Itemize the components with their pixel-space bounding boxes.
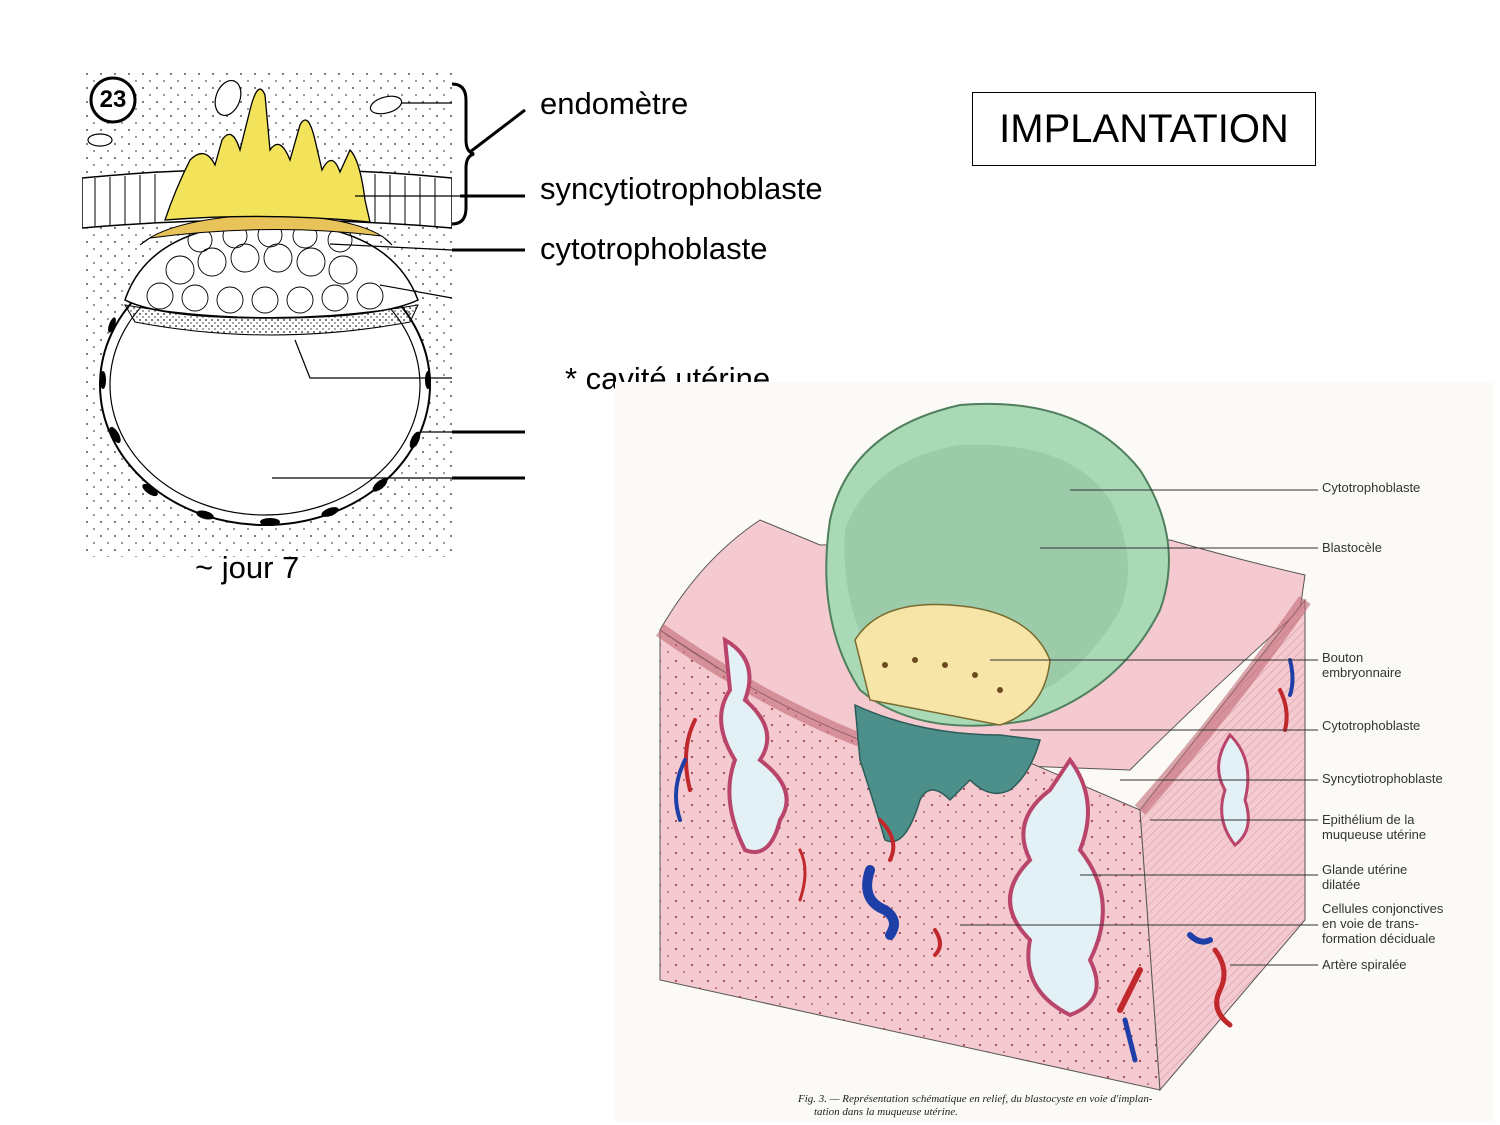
label-cytotrophoblaste: cytotrophoblaste [540, 231, 768, 266]
label-jour: ~ jour 7 [195, 550, 300, 585]
uterine-gland-left [719, 636, 789, 854]
syncytiotrophoblast-invading [854, 703, 1041, 843]
badge-number: 23 [99, 86, 127, 113]
embryoblast [854, 603, 1051, 726]
vessels [674, 658, 1295, 1063]
figure-caption-line-1: Fig. 3. — Représentation schématique en … [798, 1093, 1153, 1105]
figure-label-artere: Artère spiralée [1322, 957, 1407, 972]
figure-label-cytotrophoblaste-1: Cytotrophoblaste [1322, 480, 1421, 495]
hypoblast [124, 304, 419, 336]
figure-label-cytotrophoblaste-2: Cytotrophoblaste [1322, 718, 1421, 733]
label-syncytiotrophoblaste: syncytiotrophoblaste [540, 171, 823, 206]
figure-label-cellules: Cellules conjonctives en voie de trans- … [1322, 901, 1444, 946]
figure-label-blastocele: Blastocèle [1322, 540, 1382, 555]
page-title: IMPLANTATION [999, 106, 1289, 151]
figure-number-badge [89, 76, 137, 124]
title-box: IMPLANTATION [972, 92, 1316, 166]
figure-label-syncytiotrophoblaste: Syncytiotrophoblaste [1322, 771, 1443, 786]
leader-lines [272, 102, 526, 480]
figure-label-bouton-embryonnaire: Bouton embryonnaire [1322, 650, 1402, 680]
figure-caption: Fig. 3. — Représentation schématique en … [798, 1093, 1152, 1119]
uterine-gland-center [1008, 756, 1105, 1018]
uterine-gland-right [1217, 732, 1250, 848]
figure-caption-line-2: tation dans la muqueuse utérine. [814, 1106, 958, 1118]
cytotrophoblast-band [139, 213, 393, 246]
figure-label-glande: Glande utérine dilatée [1322, 862, 1408, 892]
endometre-brace [451, 82, 475, 226]
syncytiotrophoblast [164, 88, 371, 223]
figure-leader-lines [960, 489, 1318, 966]
label-endometre: endomètre [540, 86, 689, 121]
figure-label-epithelium: Epithélium de la muqueuse utérine [1322, 812, 1427, 842]
